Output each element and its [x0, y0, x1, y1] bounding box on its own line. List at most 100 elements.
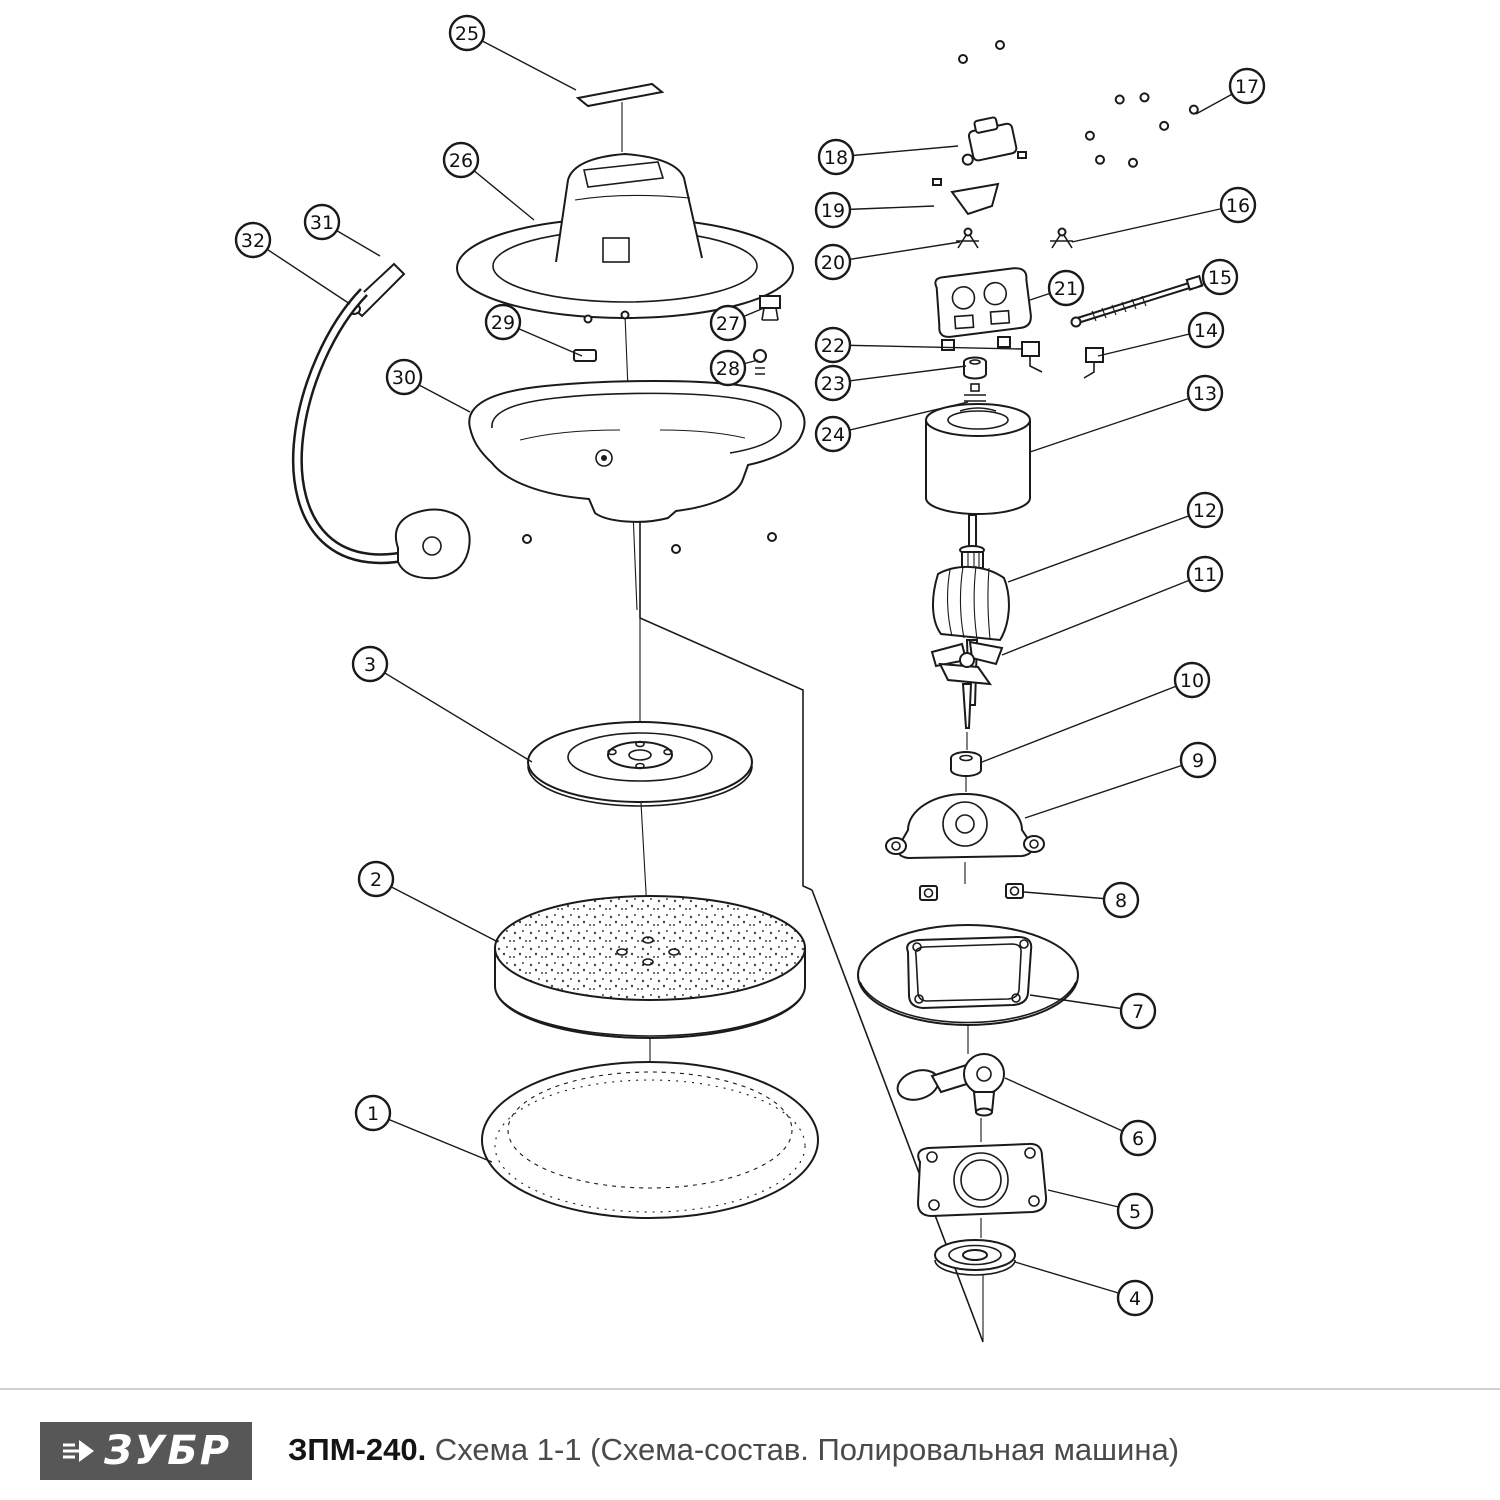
- callout-number-6: 6: [1132, 1128, 1144, 1150]
- callout-circle-29: [484, 303, 522, 341]
- callout-7: 7: [1029, 992, 1157, 1030]
- part-carbon-brushes: [932, 151, 1027, 216]
- part-clip-29: [573, 349, 597, 362]
- callout-number-21: 21: [1054, 278, 1078, 300]
- callout-27: 27: [709, 304, 765, 342]
- part-terminal-27: [759, 295, 781, 321]
- callout-31: 31: [303, 203, 381, 257]
- callout-number-4: 4: [1129, 1288, 1141, 1310]
- callout-number-1: 1: [367, 1103, 379, 1125]
- part-clip-20: [956, 227, 979, 249]
- callout-1: 1: [354, 1094, 493, 1163]
- callout-number-29: 29: [491, 312, 515, 334]
- callout-15: 15: [1189, 258, 1239, 296]
- callout-12: 12: [1007, 491, 1224, 583]
- exploded-diagram: 1234567891011121314151617181920212223242…: [234, 14, 1266, 1343]
- part-brush-assembly: [1070, 274, 1204, 328]
- zubr-logo: ЗУБР: [40, 1422, 252, 1480]
- part-gear-housing: [885, 793, 1045, 860]
- footer: ЗУБР ЗПМ-240. Схема 1-1 (Схема-состав. П…: [0, 1388, 1500, 1500]
- part-bushing-23: [963, 356, 987, 380]
- callout-17: 17: [1195, 67, 1266, 115]
- callout-circle-30: [385, 358, 423, 396]
- callout-number-13: 13: [1193, 383, 1217, 405]
- callout-number-22: 22: [821, 335, 845, 357]
- callout-11: 11: [1001, 555, 1224, 656]
- callout-circle-11: [1186, 555, 1224, 593]
- callout-circle-7: [1119, 992, 1157, 1030]
- callout-circle-22: [814, 326, 852, 364]
- callout-24: 24: [814, 401, 969, 453]
- callout-32: 32: [234, 221, 351, 305]
- callout-18: 18: [817, 138, 959, 176]
- callout-circle-15: [1201, 258, 1239, 296]
- part-flange-plate: [916, 1142, 1048, 1218]
- callout-circle-9: [1179, 741, 1217, 779]
- callout-8: 8: [1023, 881, 1140, 919]
- part-polishing-bonnet: [481, 1061, 819, 1219]
- part-bolt-28: [753, 349, 767, 375]
- callout-circle-27: [709, 304, 747, 342]
- callout-number-20: 20: [821, 252, 845, 274]
- callout-number-7: 7: [1132, 1001, 1144, 1023]
- callout-circle-6: [1119, 1119, 1157, 1157]
- part-terminal-block: [934, 267, 1032, 351]
- part-clip-14: [1083, 347, 1104, 379]
- callout-circle-28: [709, 349, 747, 387]
- callout-3: 3: [351, 645, 533, 763]
- callout-6: 6: [1004, 1077, 1157, 1157]
- callout-number-16: 16: [1226, 195, 1250, 217]
- part-screws-cluster: [958, 40, 1199, 168]
- callouts-layer: 1234567891011121314151617181920212223242…: [234, 14, 1266, 1317]
- callout-number-10: 10: [1180, 670, 1204, 692]
- callout-number-11: 11: [1193, 564, 1217, 586]
- diagram-title: ЗПМ-240. Схема 1-1 (Схема-состав. Полиро…: [288, 1432, 1179, 1468]
- model-number: ЗПМ-240.: [288, 1432, 427, 1467]
- callout-circle-13: [1186, 374, 1224, 412]
- part-eccentric: [896, 1053, 1005, 1117]
- part-spring-24: [964, 383, 986, 414]
- callout-circle-12: [1186, 491, 1224, 529]
- callout-4: 4: [1014, 1261, 1154, 1317]
- part-clip-22: [1021, 341, 1043, 373]
- housing-screws: [522, 310, 777, 554]
- callout-circle-10: [1173, 661, 1211, 699]
- part-base-plate: [857, 924, 1079, 1026]
- callout-28: 28: [709, 349, 759, 387]
- callout-circle-24: [814, 415, 852, 453]
- callout-number-23: 23: [821, 373, 845, 395]
- callout-10: 10: [981, 661, 1211, 763]
- callout-9: 9: [1024, 741, 1217, 819]
- callout-number-2: 2: [370, 869, 382, 891]
- callout-number-30: 30: [392, 367, 416, 389]
- callout-circle-17: [1228, 67, 1266, 105]
- callout-number-18: 18: [824, 147, 848, 169]
- part-label-plate: [575, 82, 665, 108]
- callout-circle-21: [1047, 269, 1085, 307]
- callout-number-31: 31: [310, 212, 334, 234]
- part-foam-pad: [494, 895, 806, 1039]
- callout-circle-20: [814, 243, 852, 281]
- callout-circle-4: [1116, 1279, 1154, 1317]
- callout-circle-26: [442, 141, 480, 179]
- callout-circle-5: [1116, 1192, 1154, 1230]
- callout-16: 16: [1071, 186, 1257, 243]
- callout-23: 23: [814, 364, 967, 402]
- callout-26: 26: [442, 141, 535, 221]
- diagram-subtitle: Схема 1-1 (Схема-состав. Полировальная м…: [426, 1432, 1180, 1467]
- callout-22: 22: [814, 326, 1023, 364]
- callout-2: 2: [357, 860, 499, 943]
- callout-number-14: 14: [1194, 320, 1218, 342]
- part-middle-housing: [468, 380, 806, 523]
- callout-circle-25: [448, 14, 486, 52]
- callout-number-3: 3: [364, 654, 376, 676]
- callout-circle-31: [303, 203, 341, 241]
- callout-14: 14: [1097, 311, 1225, 357]
- callout-circle-19: [814, 191, 852, 229]
- callout-circle-2: [357, 860, 395, 898]
- part-backing-plate: [527, 721, 753, 807]
- callout-number-19: 19: [821, 200, 845, 222]
- callout-number-27: 27: [716, 313, 740, 335]
- callout-circle-3: [351, 645, 389, 683]
